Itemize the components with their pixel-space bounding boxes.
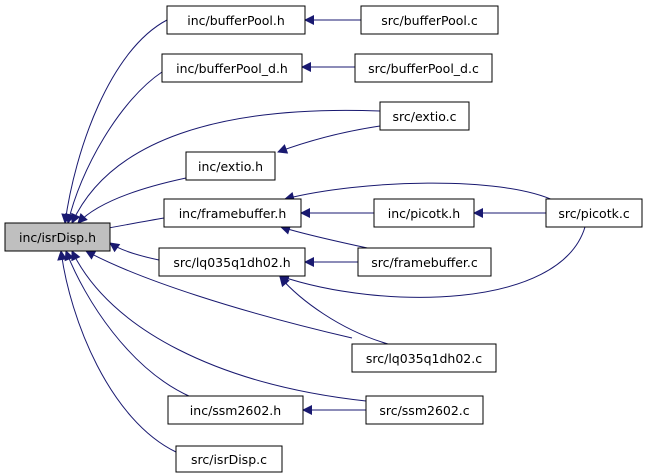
node-src-lq035q1dh02-c[interactable]: src/lq035q1dh02.c <box>351 343 497 373</box>
node-src-bufferPool-c[interactable]: src/bufferPool.c <box>360 5 499 35</box>
node-label: src/framebuffer.c <box>371 255 478 270</box>
node-src-lq035q1dh02-h[interactable]: src/lq035q1dh02.h <box>158 247 306 277</box>
node-label: inc/extio.h <box>198 159 263 174</box>
node-label: inc/picotk.h <box>388 206 460 221</box>
node-inc-ssm2602-h[interactable]: inc/ssm2602.h <box>167 395 304 425</box>
node-label: inc/isrDisp.h <box>19 230 96 245</box>
node-label: src/picotk.c <box>558 206 630 221</box>
edge-extio-c-to-isrDisp-h <box>71 109 381 224</box>
node-src-bufferPool-d-c[interactable]: src/bufferPool_d.c <box>354 53 493 83</box>
node-inc-bufferPool-d-h[interactable]: inc/bufferPool_d.h <box>161 53 303 83</box>
node-inc-extio-h[interactable]: inc/extio.h <box>185 151 276 181</box>
node-src-ssm2602-c[interactable]: src/ssm2602.c <box>365 395 484 425</box>
node-label: src/lq035q1dh02.h <box>173 255 290 270</box>
edge-picotk-c-to-lq035-h <box>279 226 586 298</box>
node-inc-picotk-h[interactable]: inc/picotk.h <box>373 198 475 228</box>
node-label: inc/bufferPool.h <box>187 13 285 28</box>
edge-picotk-c-to-framebuffer-h <box>284 182 556 202</box>
nodes: inc/isrDisp.h inc/bufferPool.h src/buffe… <box>4 5 643 473</box>
node-label: src/bufferPool_d.c <box>368 61 479 76</box>
edge-ssm2602-h-to-isrDisp-h <box>64 250 192 398</box>
node-label: inc/ssm2602.h <box>190 403 281 418</box>
edge-extio-c-to-extio-h <box>277 125 381 154</box>
edges <box>57 15 586 453</box>
node-src-picotk-c[interactable]: src/picotk.c <box>545 198 643 228</box>
node-label: inc/framebuffer.h <box>179 206 287 221</box>
node-src-isrDisp-c[interactable]: src/isrDisp.c <box>175 445 283 473</box>
edge-ssm2602-c-to-isrDisp-h <box>71 250 367 402</box>
node-label: src/ssm2602.c <box>379 403 469 418</box>
node-label: src/isrDisp.c <box>191 452 267 467</box>
node-label: inc/bufferPool_d.h <box>176 61 288 76</box>
node-src-framebuffer-c[interactable]: src/framebuffer.c <box>357 247 492 277</box>
node-src-extio-c[interactable]: src/extio.c <box>379 101 470 131</box>
node-inc-framebuffer-h[interactable]: inc/framebuffer.h <box>163 198 302 228</box>
edge-lq035-h-to-isrDisp-h <box>109 242 160 261</box>
edge-lq035-c-to-lq035-h <box>279 276 389 345</box>
node-inc-bufferPool-h[interactable]: inc/bufferPool.h <box>166 5 306 35</box>
edge-lq035-c-to-isrDisp-h <box>85 250 353 339</box>
node-label: src/lq035q1dh02.c <box>366 351 482 366</box>
node-inc-isrDisp-h[interactable]: inc/isrDisp.h <box>4 222 111 252</box>
edge-extio-h-to-isrDisp-h <box>77 177 187 224</box>
edge-isrDisp-c-to-isrDisp-h <box>57 250 177 453</box>
edge-framebuffer-c-to-framebuffer-h <box>280 224 373 250</box>
edge-bufferPool-d-h-to-isrDisp-h <box>65 71 163 224</box>
node-label: src/extio.c <box>393 109 457 124</box>
node-label: src/bufferPool.c <box>381 13 478 28</box>
edge-bufferPool-h-to-isrDisp-h <box>61 19 168 224</box>
